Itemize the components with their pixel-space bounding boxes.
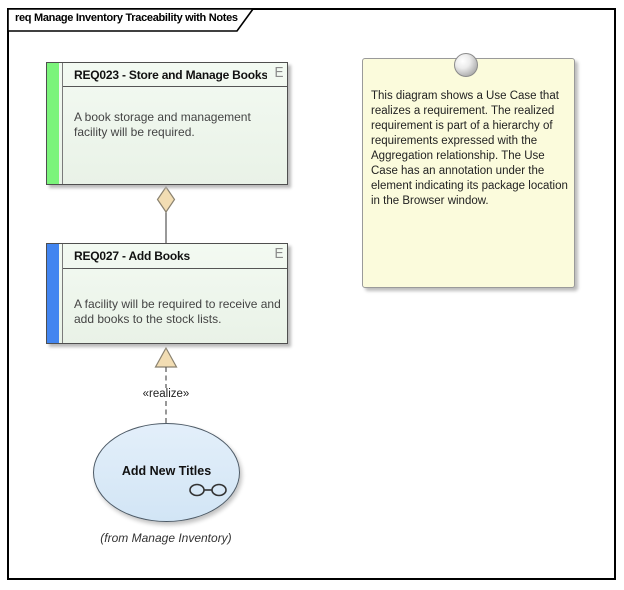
status-stripe-green — [47, 63, 59, 184]
usecase-add-new-titles[interactable]: Add New Titles — [93, 423, 240, 522]
note-text: This diagram shows a Use Case that reali… — [371, 90, 568, 207]
requirement-description: A book storage and management facility w… — [74, 110, 251, 139]
usecase-package-annotation: (from Manage Inventory) — [100, 531, 232, 545]
glasses-icon — [189, 483, 227, 497]
requirement-req027[interactable]: REQ027 - Add Books A facility will be re… — [46, 243, 288, 344]
usecase-label: Add New Titles — [121, 464, 212, 478]
stripe-divider-line — [62, 63, 63, 184]
status-stripe-blue — [47, 244, 59, 343]
note-element[interactable]: This diagram shows a Use Case that reali… — [362, 58, 575, 288]
requirement-title: REQ023 - Store and Manage Books — [74, 68, 267, 82]
title-separator — [63, 268, 287, 269]
title-separator — [63, 86, 287, 87]
frame-tab-label: req Manage Inventory Traceability with N… — [15, 12, 238, 24]
requirement-req023[interactable]: REQ023 - Store and Manage Books A book s… — [46, 62, 288, 185]
letter-E-icon: E — [274, 64, 284, 81]
requirement-description: A facility will be required to receive a… — [74, 297, 281, 326]
requirement-title: REQ027 - Add Books — [74, 249, 190, 263]
stripe-divider-line — [62, 244, 63, 343]
pushpin-sphere-icon — [454, 53, 478, 77]
letter-E-icon: E — [274, 245, 284, 262]
realize-stereotype-label: «realize» — [139, 388, 193, 400]
